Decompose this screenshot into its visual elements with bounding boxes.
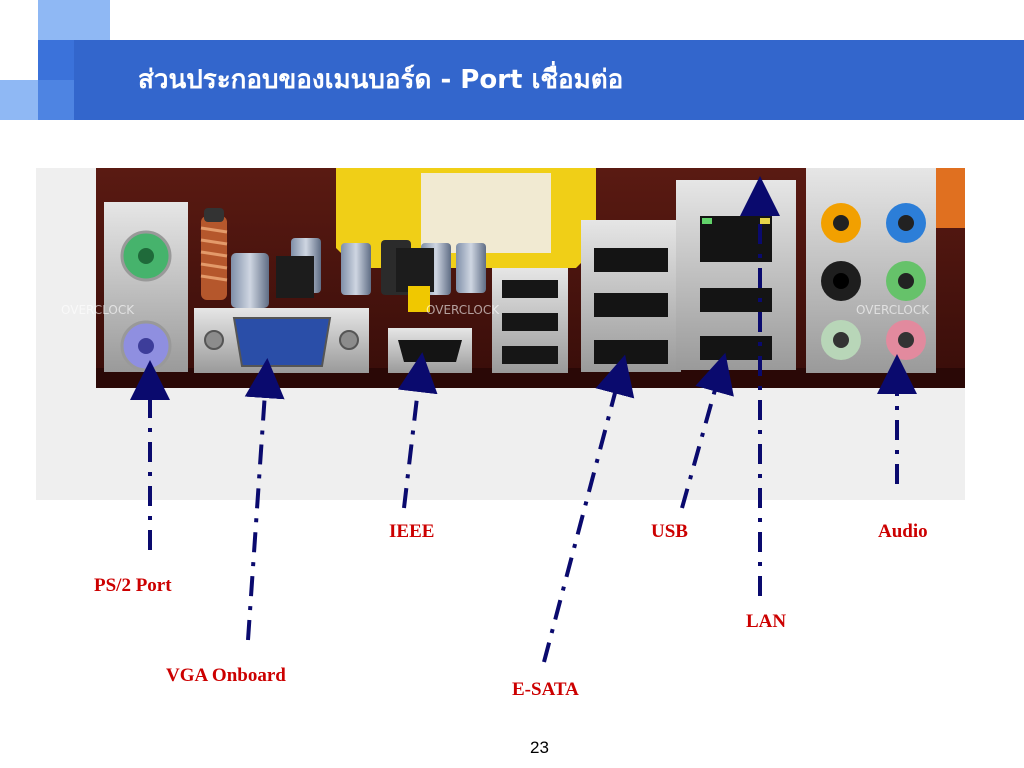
watermark-text: OVERCLOCK: [426, 303, 500, 317]
watermark-text: OVERCLOCK: [61, 303, 135, 317]
esata-pointer: [542, 354, 635, 663]
vga-port: [194, 308, 369, 373]
motherboard-photo: OVERCLOCK OVERCLOCK OVERCLOCK: [36, 168, 965, 500]
deco-square: [38, 80, 74, 120]
jumper: [408, 286, 430, 312]
audio-jack-panel: [806, 168, 936, 373]
watermark-text: OVERCLOCK: [856, 303, 930, 317]
vga-pointer: [244, 358, 285, 641]
deco-square: [0, 80, 38, 120]
label-audio: Audio: [878, 521, 928, 542]
label-vga-onboard: VGA Onboard: [166, 665, 286, 686]
title-bar: [74, 40, 1024, 120]
capacitors: [231, 238, 486, 308]
usb-pointer: [680, 352, 734, 509]
label-esata: E-SATA: [512, 679, 579, 700]
deco-square: [38, 0, 74, 40]
deco-square: [38, 40, 74, 80]
inductor-coil: [200, 208, 228, 300]
page-number: 23: [530, 738, 549, 757]
edge-connector: [936, 168, 965, 228]
label-usb: USB: [651, 521, 688, 542]
slide-title: ส่วนประกอบของเมนบอร์ด - Port เชื่อมต่อ: [138, 65, 624, 95]
ieee-pointer: [397, 352, 438, 509]
deco-square: [0, 0, 38, 40]
label-ps2-port: PS/2 Port: [94, 575, 172, 596]
esata-port-stack: [492, 268, 568, 373]
label-lan: LAN: [746, 611, 787, 632]
ps2-port-stack: [104, 202, 188, 372]
cpu-socket: [421, 173, 551, 253]
label-ieee: IEEE: [389, 521, 435, 542]
usb-port-stack: [581, 220, 681, 372]
